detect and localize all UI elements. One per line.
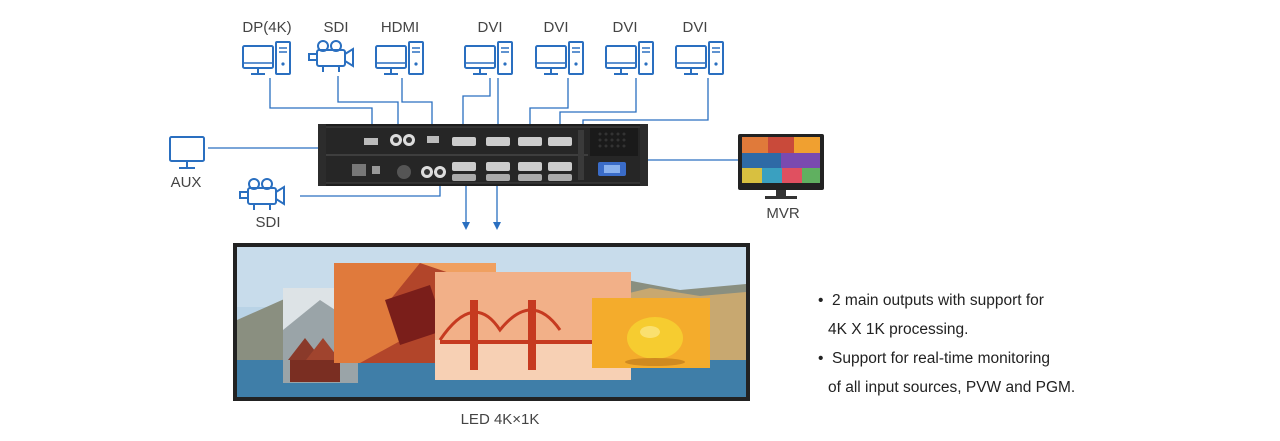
dvi-source-pc-icon-2 [535, 41, 584, 75]
label-dvi-4: DVI [682, 19, 708, 36]
feature-item: •Support for real-time monitoring [818, 344, 1238, 373]
dp-source-pc-icon [242, 41, 291, 75]
led-screen [233, 243, 750, 401]
label-dvi-1: DVI [477, 19, 503, 36]
dvi-source-pc-icon-1 [464, 41, 513, 75]
label-mvr: MVR [766, 205, 800, 222]
mvr-monitor [738, 134, 824, 199]
label-aux: AUX [170, 174, 202, 191]
feature-item-continuation: 4K X 1K processing. [828, 321, 969, 338]
label-hdmi: HDMI [380, 19, 420, 36]
output-arrow-1 [462, 222, 470, 230]
sdi-side-camera-icon [239, 178, 285, 211]
feature-list: •2 main outputs with support for 4K X 1K… [818, 286, 1238, 402]
feature-item-continuation: of all input sources, PVW and PGM. [828, 379, 1076, 396]
output-arrow-2 [493, 222, 501, 230]
label-dp: DP(4K) [242, 19, 292, 36]
sdi-camera-icon [308, 40, 354, 73]
hdmi-source-pc-icon [375, 41, 424, 75]
dvi-source-pc-icon-4 [675, 41, 724, 75]
dvi-source-pc-icon-3 [605, 41, 654, 75]
label-sdi-top: SDI [323, 19, 349, 36]
bullet-icon: • [818, 292, 824, 309]
bullet-icon: • [818, 350, 824, 367]
aux-monitor-icon [169, 136, 205, 169]
feature-item: •2 main outputs with support for [818, 286, 1238, 315]
label-sdi-side: SDI [255, 214, 281, 231]
label-dvi-3: DVI [612, 19, 638, 36]
label-led-screen: LED 4K×1K [460, 411, 540, 428]
video-processor-device [318, 124, 648, 186]
label-dvi-2: DVI [543, 19, 569, 36]
